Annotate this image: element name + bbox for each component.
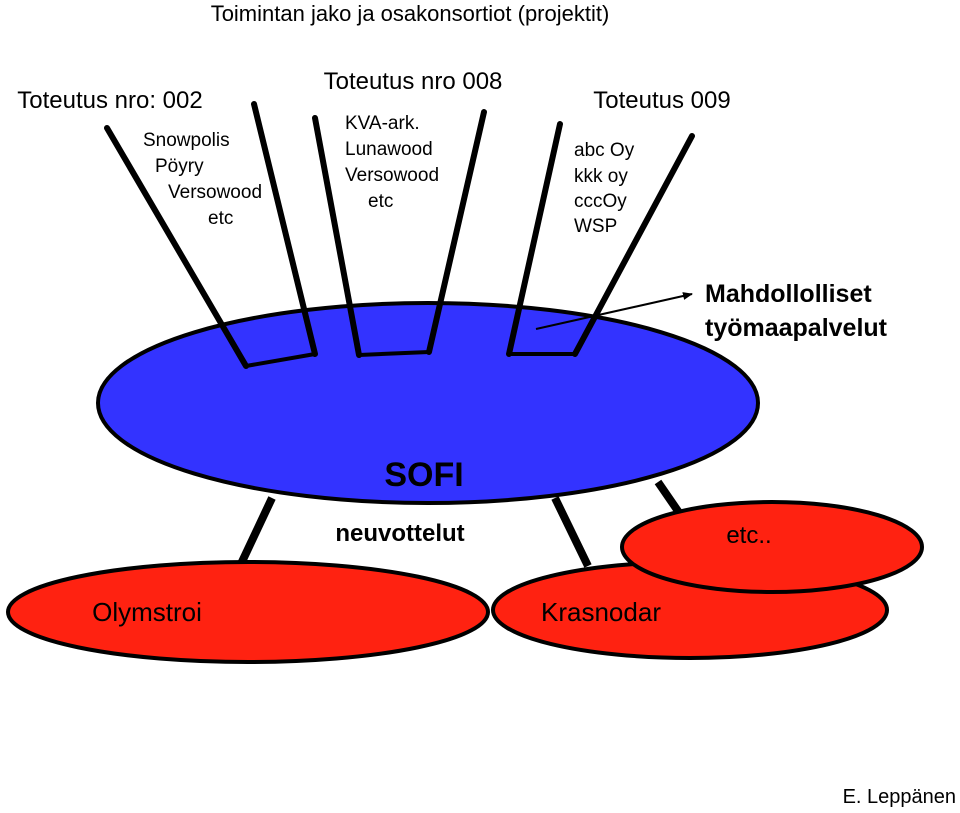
project-009-member: cccOy xyxy=(574,191,627,212)
connector-krasnodar xyxy=(551,496,592,568)
project-002-heading: Toteutus nro: 002 xyxy=(17,87,202,114)
funnel-009-right xyxy=(572,133,695,357)
connector-etc xyxy=(654,479,684,517)
project-009-heading: Toteutus 009 xyxy=(593,87,730,114)
project-008-member: KVA-ark. xyxy=(345,113,420,134)
funnel-002-right xyxy=(251,101,318,357)
author-credit: E. Leppänen xyxy=(843,786,956,808)
hub-ellipse-sofi xyxy=(96,301,760,505)
funnel-008-left xyxy=(312,115,362,358)
project-008-heading: Toteutus nro 008 xyxy=(324,68,503,95)
funnel-008-base xyxy=(358,350,430,357)
project-002-member: Snowpolis xyxy=(143,130,230,151)
node-label-olymstroi: Olymstroi xyxy=(92,597,202,627)
project-008-member: etc xyxy=(368,191,393,212)
project-008-member: Versowood xyxy=(345,165,439,186)
node-ellipse-etc xyxy=(620,500,924,594)
hub-sublabel: neuvottelut xyxy=(335,520,464,547)
project-009-member: WSP xyxy=(574,216,617,237)
node-label-krasnodar: Krasnodar xyxy=(541,597,661,627)
funnel-002-base xyxy=(245,352,316,368)
project-002-member: Versowood xyxy=(168,182,262,203)
callout-line-2: työmaapalvelut xyxy=(705,314,888,342)
node-label-etc: etc.. xyxy=(726,522,771,549)
project-009-member: kkk oy xyxy=(574,166,628,187)
funnel-008-right xyxy=(426,109,487,355)
project-009-member: abc Oy xyxy=(574,140,635,161)
callout-arrow xyxy=(535,292,693,330)
node-ellipse-olymstroi xyxy=(6,560,490,664)
project-002-member: Pöyry xyxy=(155,156,204,177)
connector-olymstroi xyxy=(236,496,276,568)
callout-line-1: Mahdollolliset xyxy=(705,280,872,308)
diagram-title: Toimintan jako ja osakonsortiot (projekt… xyxy=(211,1,610,26)
project-002-member: etc xyxy=(208,208,233,229)
funnel-002-left xyxy=(104,125,249,369)
funnel-009-left xyxy=(506,121,563,357)
hub-label: SOFI xyxy=(384,456,463,494)
project-008-member: Lunawood xyxy=(345,139,433,160)
